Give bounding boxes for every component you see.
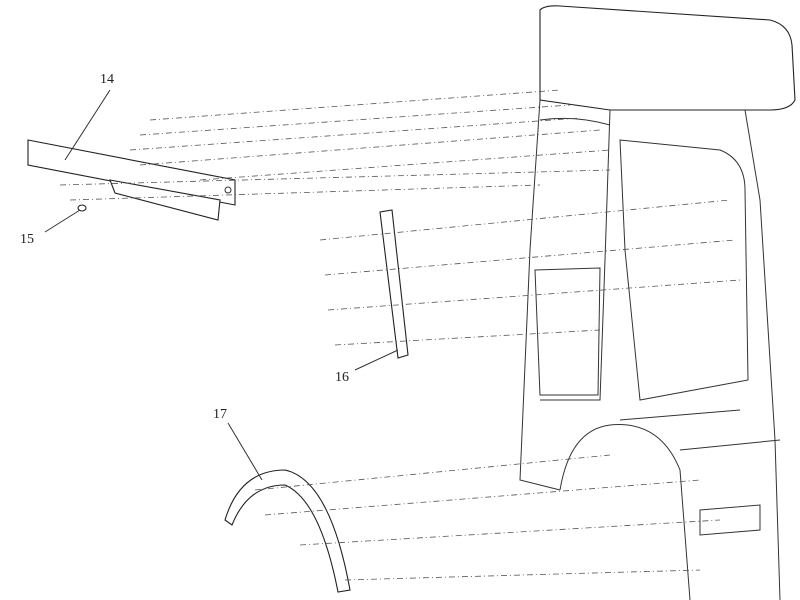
part-17-wheel-arch	[224, 469, 351, 593]
part-15-clip	[77, 204, 87, 212]
leader-17	[227, 422, 263, 481]
label-15: 15	[20, 232, 34, 247]
van-body	[519, 5, 796, 600]
part-14-roof-rail	[27, 139, 236, 221]
leader-14	[64, 89, 111, 161]
label-14: 14	[100, 72, 114, 87]
assembly-lines	[59, 89, 741, 581]
leader-15	[44, 209, 81, 233]
label-16: 16	[335, 370, 349, 385]
label-17: 17	[213, 407, 227, 422]
leader-16	[354, 349, 399, 371]
part-16-pillar-trim	[379, 209, 409, 359]
